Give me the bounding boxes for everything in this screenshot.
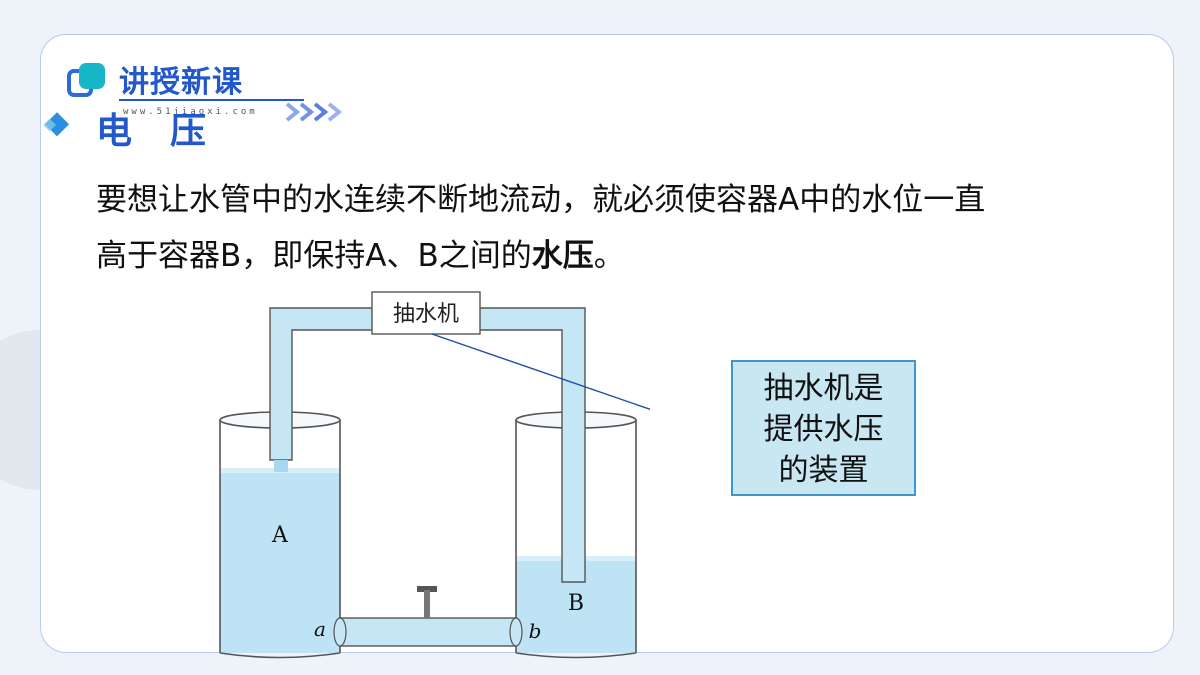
container-a-water [220,470,340,653]
header-url: www.51jiaoxi.com [123,107,258,117]
slide-header: 讲授新课 www.51jiaoxi.com [63,55,353,125]
point-a-label: a [314,617,326,641]
section-title: 电压 [96,111,245,152]
water-pressure-term: 水压 [531,238,594,274]
pump-box [371,291,481,335]
chevrons-icon [285,102,343,122]
note-line-3: 的装置 [778,453,869,488]
note-line-1: 抽水机是 [763,371,884,406]
valve-icon [417,586,437,618]
diamond-bullet-icon [44,112,70,137]
leader-line [431,333,650,411]
pump-label: 抽水机 [393,302,459,327]
paragraph-line-1: 要想让水管中的水连续不断地流动，就必须使容器A中的水位一直 [96,182,986,218]
container-b-label: B [568,591,584,616]
header-underline [119,99,304,101]
body-paragraph: 要想让水管中的水连续不断地流动，就必须使容器A中的水位一直 高于容器B，即保持A… [96,172,1136,284]
bottom-pipe [339,617,517,647]
water-pump-diagram: 抽水机 A B a b [219,291,650,659]
logo-icon [67,61,107,101]
paragraph-line-2: 高于容器B，即保持A、B之间的水压。 [96,238,625,274]
point-b-label: b [529,619,542,643]
header-title: 讲授新课 [119,65,243,100]
pump-note-box: 抽水机是 提供水压 的装置 [731,360,916,496]
note-line-2: 提供水压 [763,412,884,447]
container-a-label: A [271,523,289,548]
